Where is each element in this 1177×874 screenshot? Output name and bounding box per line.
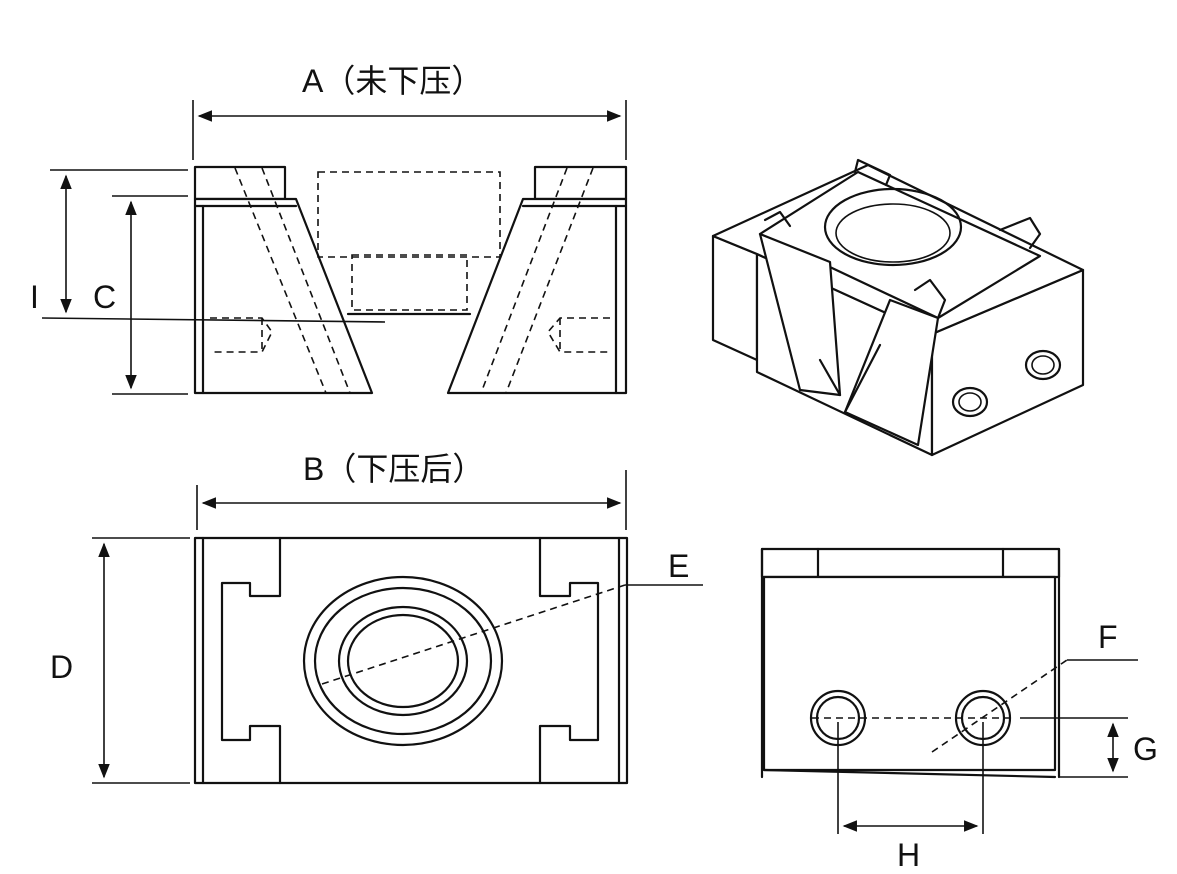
label-h: H [897,837,920,873]
label-b: B（下压后） [303,451,484,487]
label-i: I [30,279,39,315]
label-g: G [1133,731,1158,767]
dimension-h [837,722,984,834]
dimension-i [50,169,188,314]
side-view [760,547,1138,779]
left-wedge [193,165,374,395]
dimension-c [112,195,188,395]
front-view [41,165,628,395]
isometric-view [711,158,1085,457]
dimension-d [92,537,190,784]
label-f: F [1098,619,1118,655]
top-view [193,536,703,785]
label-d: D [50,649,73,685]
dimension-a [192,100,627,160]
right-wedge [446,165,628,395]
label-c: C [93,279,116,315]
label-a: A（未下压） [302,63,483,99]
label-e: E [668,548,689,584]
dimension-g [1020,717,1128,778]
dimension-b [196,470,627,530]
